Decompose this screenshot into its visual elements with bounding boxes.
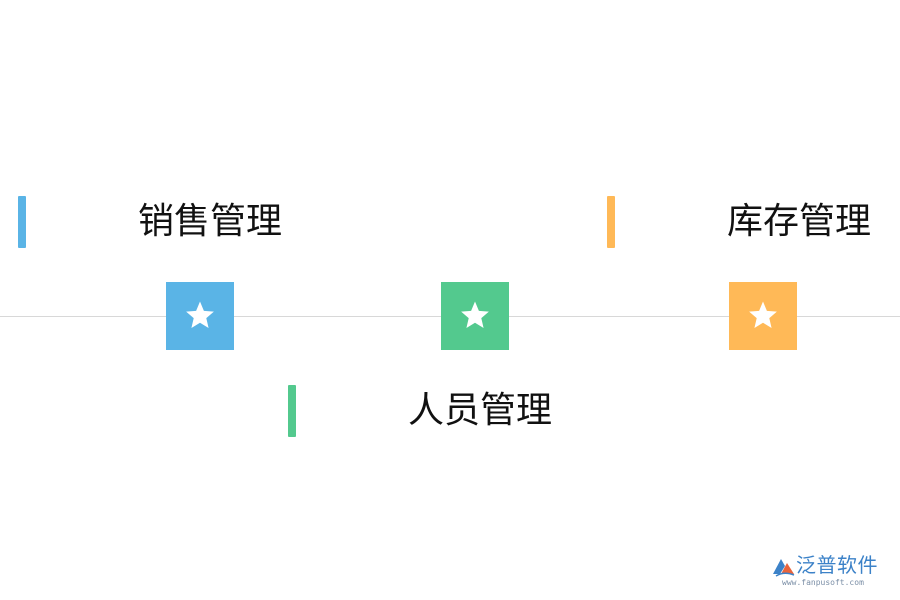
brand-name: 泛普软件 <box>796 553 878 577</box>
staff-accent-bar <box>288 385 296 437</box>
inventory-star-box <box>729 282 797 350</box>
staff-star-box <box>441 282 509 350</box>
brand-url: www.fanpusoft.com <box>782 578 864 587</box>
staff-module-label: 人员管理 <box>408 390 553 431</box>
inventory-module-label: 库存管理 <box>727 201 872 242</box>
sales-accent-bar <box>18 196 26 248</box>
brand-watermark: 泛普软件 www.fanpusoft.com <box>770 554 892 588</box>
sales-module-label: 销售管理 <box>138 201 283 242</box>
inventory-accent-bar <box>607 196 615 248</box>
star-icon <box>749 301 777 328</box>
star-icon <box>186 301 214 328</box>
fanpu-logo-icon <box>773 559 795 577</box>
star-icon <box>461 301 489 328</box>
sales-star-box <box>166 282 234 350</box>
